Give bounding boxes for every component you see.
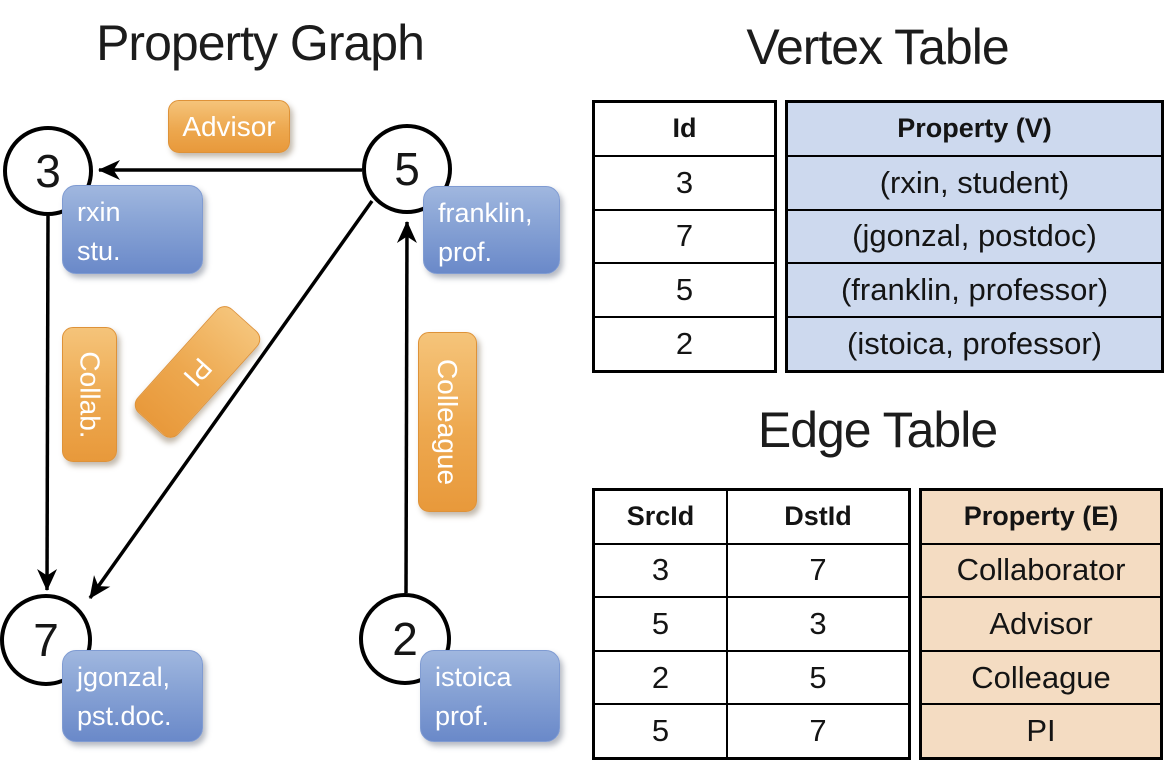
vertex-property-line: jgonzal,	[77, 662, 171, 692]
vertex-table: Id 3 7 5 2 Property (V) (rxin, student) …	[592, 100, 1164, 373]
edge-label-box-collab: Collab.	[62, 327, 117, 462]
edge-table-srcid-cell: 3	[595, 542, 726, 597]
vertex-table-id-cell: 3	[595, 154, 774, 209]
edge-table-property-cell: PI	[922, 703, 1160, 757]
property-graph-title: Property Graph	[96, 15, 425, 71]
vertex-table-property-cell: (franklin, professor)	[788, 262, 1161, 316]
vertex-property-line: stu.	[77, 236, 121, 266]
edge-label-box-colleague: Colleague	[418, 332, 477, 512]
edge-table-property-cell: Advisor	[922, 596, 1160, 650]
vertex-table-header-id: Id	[672, 113, 697, 144]
edge-table-dstid-cell: 3	[726, 596, 908, 650]
edge-table-property-column: Property (E) Collaborator Advisor Collea…	[919, 488, 1163, 760]
edge-table: SrcId DstId 3 7 5 3 2 5 5 7 Property (E)…	[592, 488, 1163, 760]
edge-label-box-advisor: Advisor	[168, 100, 290, 153]
edge-arrow-3-to-7	[37, 215, 58, 591]
vertex-table-property-cell: (istoica, professor)	[788, 316, 1161, 370]
vertex-property-line: prof.	[435, 701, 490, 731]
vertex-property-line: istoica	[435, 662, 512, 692]
vertex-property-line: pst.doc.	[77, 701, 172, 731]
edge-table-id-columns: SrcId DstId 3 7 5 3 2 5 5 7	[592, 488, 911, 760]
edge-table-srcid-cell: 2	[595, 649, 726, 704]
vertex-table-property-cell: (rxin, student)	[788, 154, 1161, 209]
vertex-table-title: Vertex Table	[746, 19, 1009, 75]
vertex-property-box-istoica: istoica prof.	[420, 650, 560, 742]
vertex-node-2: 2	[359, 593, 451, 685]
vertex-table-id-cell: 2	[595, 316, 774, 370]
edge-label-text: Colleague	[432, 358, 464, 486]
edge-table-property-cell: Collaborator	[922, 542, 1160, 597]
edge-table-header-srcid: SrcId	[626, 501, 695, 532]
edge-table-dstid-cell: 7	[726, 542, 908, 597]
vertex-property-box-rxin: rxin stu.	[62, 185, 203, 274]
vertex-property-line: franklin,	[438, 198, 533, 228]
vertex-table-id-cell: 7	[595, 208, 774, 263]
edge-label-text: Advisor	[182, 110, 276, 142]
vertex-property-box-franklin: franklin, prof.	[423, 186, 560, 274]
edge-label-text: Collab.	[74, 350, 106, 439]
edge-table-header-property: Property (E)	[963, 501, 1119, 532]
edge-table-srcid-cell: 5	[595, 703, 726, 757]
edge-table-srcid-cell: 5	[595, 596, 726, 650]
edge-table-title: Edge Table	[757, 402, 998, 458]
vertex-property-box-jgonzal: jgonzal, pst.doc.	[62, 650, 203, 742]
edge-table-header-dstid: DstId	[726, 491, 908, 543]
edge-table-dstid-cell: 7	[726, 703, 908, 757]
graph-edges-layer	[37, 160, 417, 600]
vertex-table-property-cell: (jgonzal, postdoc)	[788, 208, 1161, 263]
edge-arrow-2-to-5	[396, 221, 417, 594]
edge-table-property-cell: Colleague	[922, 649, 1160, 704]
vertex-table-header-property: Property (V)	[897, 113, 1052, 144]
vertex-table-id-cell: 5	[595, 262, 774, 316]
vertex-property-line: rxin	[77, 197, 121, 227]
vertex-node-5: 5	[362, 124, 452, 214]
edge-arrow-5-to-7	[88, 199, 374, 600]
edge-table-dstid-cell: 5	[726, 649, 908, 704]
vertex-table-property-column: Property (V) (rxin, student) (jgonzal, p…	[785, 100, 1164, 373]
vertex-table-id-column: Id 3 7 5 2	[592, 100, 777, 373]
edge-label-text: PI	[177, 352, 219, 393]
vertex-property-line: prof.	[438, 237, 493, 267]
